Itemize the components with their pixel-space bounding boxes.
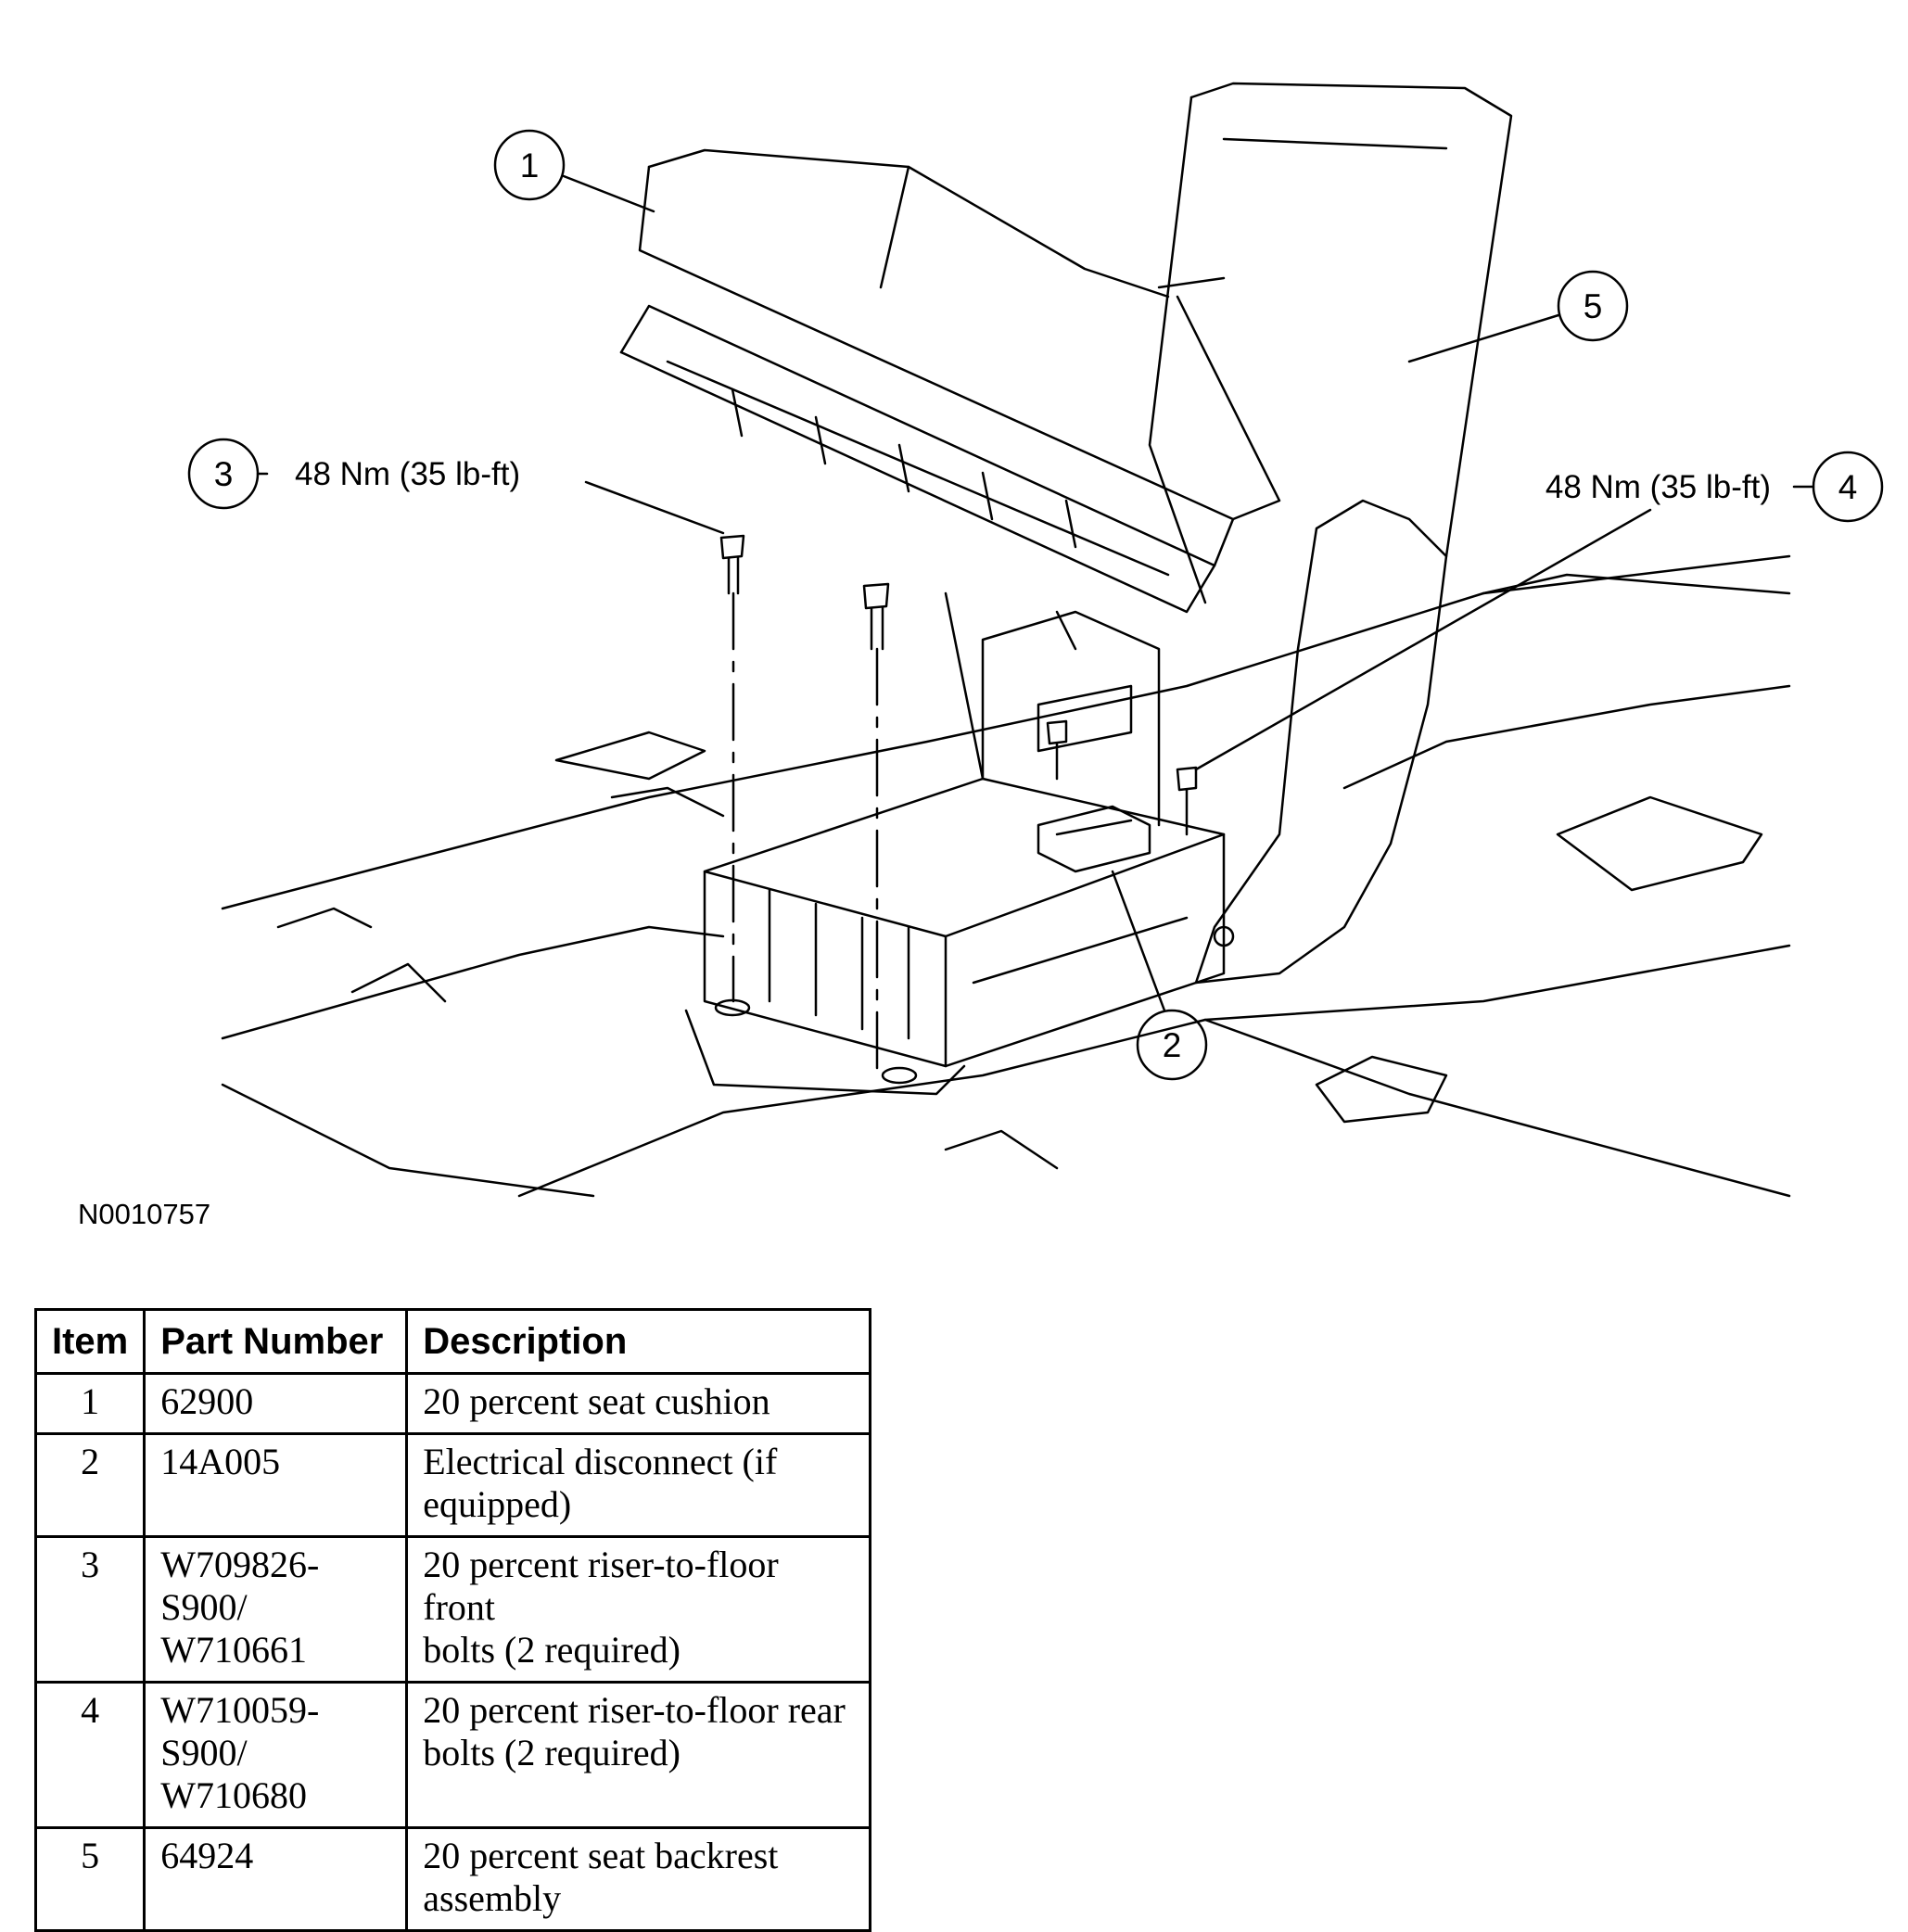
callout-5-number: 5	[1584, 287, 1603, 325]
item-cell: 4	[33, 1681, 146, 1829]
callout-3-number: 3	[214, 455, 234, 493]
callout-1-number: 1	[520, 146, 540, 184]
item-cell: 2	[33, 1432, 146, 1538]
rear-bolts	[1046, 719, 1198, 836]
column-header-item: Item	[33, 1308, 146, 1375]
front-bolt-left	[719, 534, 745, 1003]
item-cell: 5	[33, 1826, 146, 1932]
callout-4-number: 4	[1838, 468, 1858, 506]
callout-2-number: 2	[1163, 1026, 1182, 1064]
seat-backrest	[1148, 82, 1513, 985]
item-cell: 3	[33, 1535, 146, 1684]
callout-5	[1407, 270, 1629, 363]
callout-3	[187, 438, 725, 535]
figure-id-label: N0010757	[78, 1198, 211, 1230]
seat-diagram: 1 2 3 4 5 48 Nm (35 lb-ft) 48 Nm (35 lb-…	[187, 82, 1884, 1198]
column-header-part-number: Part Number	[143, 1308, 409, 1375]
electrical-disconnect	[1037, 805, 1151, 873]
description-cell: 20 percent seat cushion	[405, 1372, 872, 1435]
column-header-description: Description	[405, 1308, 872, 1375]
part-number-cell: W710059-S900/W710680	[143, 1681, 409, 1829]
seat-riser	[684, 610, 1226, 1096]
part-number-cell: 64924	[143, 1826, 409, 1932]
part-number-cell: W709826-S900/W710661	[143, 1535, 409, 1684]
part-number-cell: 62900	[143, 1372, 409, 1435]
callout-4	[1194, 451, 1884, 771]
floor-pan	[221, 554, 1791, 1198]
table-header-row: Item Part Number Description	[33, 1308, 872, 1375]
front-bolt-right	[862, 582, 890, 1073]
callout-3-torque: 48 Nm (35 lb-ft)	[295, 456, 520, 492]
item-cell: 1	[33, 1372, 146, 1435]
callout-1	[493, 129, 655, 213]
part-number-cell: 14A005	[143, 1432, 409, 1538]
seat-cushion	[619, 148, 1281, 781]
callout-4-torque: 48 Nm (35 lb-ft)	[1545, 469, 1771, 505]
callout-2	[1111, 870, 1208, 1081]
